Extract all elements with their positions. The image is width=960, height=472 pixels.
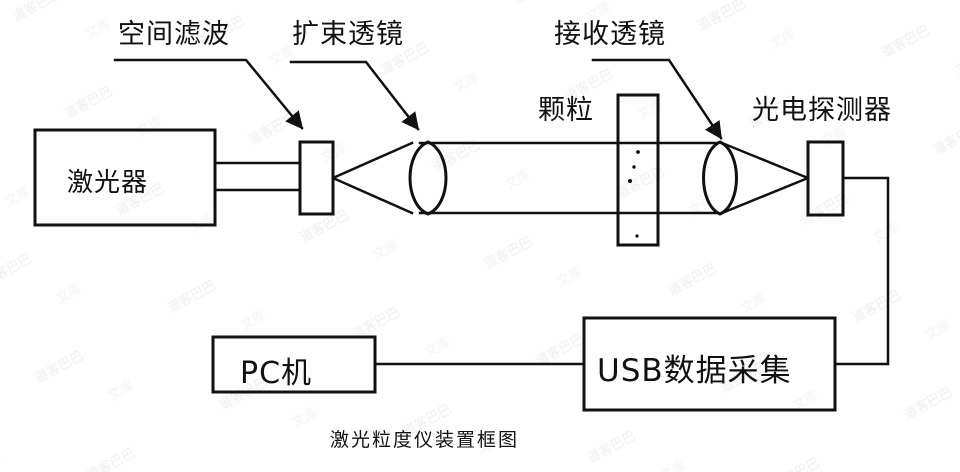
label-receiving-lens: 接收透镜 (554, 19, 666, 50)
label-photodetector: 光电探测器 (752, 95, 892, 126)
usb-daq-block-label: USB数据采集 (597, 353, 792, 389)
photodetector-block (806, 140, 845, 217)
leader-spatial-filter (113, 58, 304, 130)
leader-receiving-lens (591, 58, 723, 140)
spatial-filter-block (298, 140, 335, 216)
pc-block (211, 335, 377, 394)
beam-expander-lens (408, 140, 448, 216)
particle-cell-block (616, 93, 660, 247)
label-beam-expander: 扩束透镜 (292, 19, 404, 50)
laser-block (33, 128, 217, 227)
particle-dots (628, 150, 640, 238)
wire-detector-to-daq (833, 176, 890, 366)
beam-diverge-top (331, 141, 414, 180)
laser-block-label: 激光器 (67, 168, 149, 198)
leader-beam-expander (289, 60, 420, 131)
beam-converge-top (720, 141, 810, 180)
receiving-lens (702, 140, 738, 216)
label-spatial-filter: 空间滤波 (118, 19, 230, 50)
pc-block-label: PC机 (240, 356, 313, 391)
beam-converge-bottom (720, 176, 810, 215)
figure-caption: 激光粒度仪装置框图 (330, 429, 520, 451)
label-particles: 颗粒 (538, 95, 594, 126)
beam-diverge-bottom (331, 176, 414, 215)
